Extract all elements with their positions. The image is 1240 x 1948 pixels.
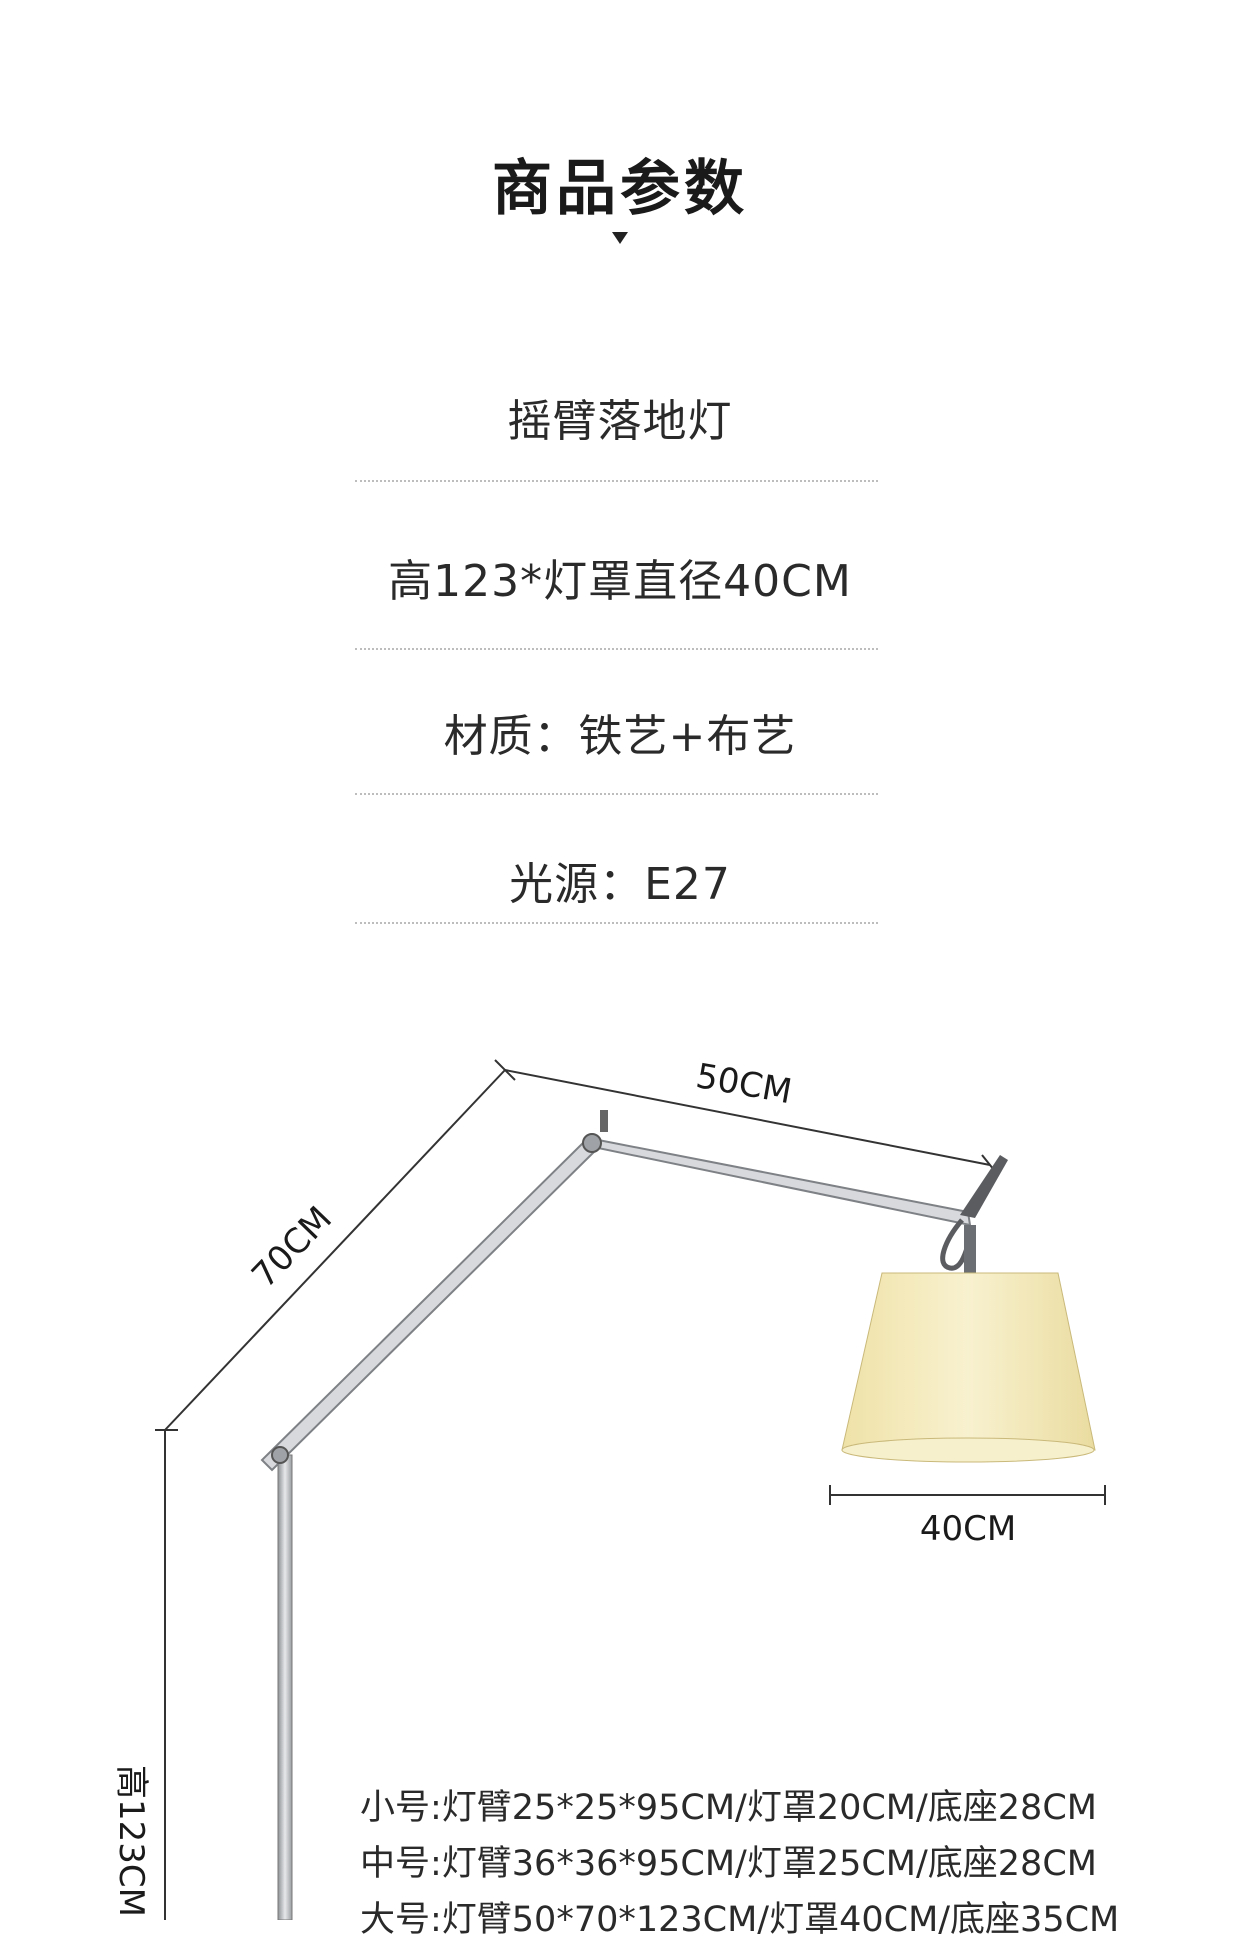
shade-width-label: 40CM bbox=[920, 1509, 1016, 1549]
section-title: 商品参数 bbox=[492, 154, 748, 224]
size-options-list: 小号:灯臂25*25*95CM/灯罩20CM/底座28CM 中号:灯臂36*36… bbox=[360, 1780, 1220, 1948]
divider bbox=[355, 648, 878, 650]
lamp-shade bbox=[841, 1272, 1096, 1463]
caret-down-icon bbox=[612, 232, 628, 244]
spec-dimensions: 高123*灯罩直径40CM bbox=[388, 556, 852, 607]
lamp-dimension-diagram: 50CM 70CM 40CM 高123CM bbox=[111, 1056, 1106, 1920]
dimension-lines bbox=[155, 1059, 1106, 1920]
size-option-medium: 中号:灯臂36*36*95CM/灯罩25CM/底座28CM bbox=[360, 1844, 1097, 1884]
size-option-small: 小号:灯臂25*25*95CM/灯罩20CM/底座28CM bbox=[360, 1788, 1097, 1828]
divider bbox=[355, 793, 878, 795]
spec-material: 材质：铁艺+布艺 bbox=[443, 711, 797, 762]
size-option-large: 大号:灯臂50*70*123CM/灯罩40CM/底座35CM bbox=[360, 1900, 1120, 1940]
arm-length-label: 50CM bbox=[693, 1056, 795, 1112]
total-height-label: 高123CM bbox=[111, 1765, 151, 1917]
lamp-arm bbox=[260, 1110, 1008, 1920]
spec-product-name: 摇臂落地灯 bbox=[507, 396, 733, 447]
divider bbox=[355, 480, 878, 482]
divider bbox=[355, 922, 878, 924]
spec-light-source: 光源：E27 bbox=[509, 859, 731, 910]
arm-height-label: 70CM bbox=[244, 1199, 340, 1296]
